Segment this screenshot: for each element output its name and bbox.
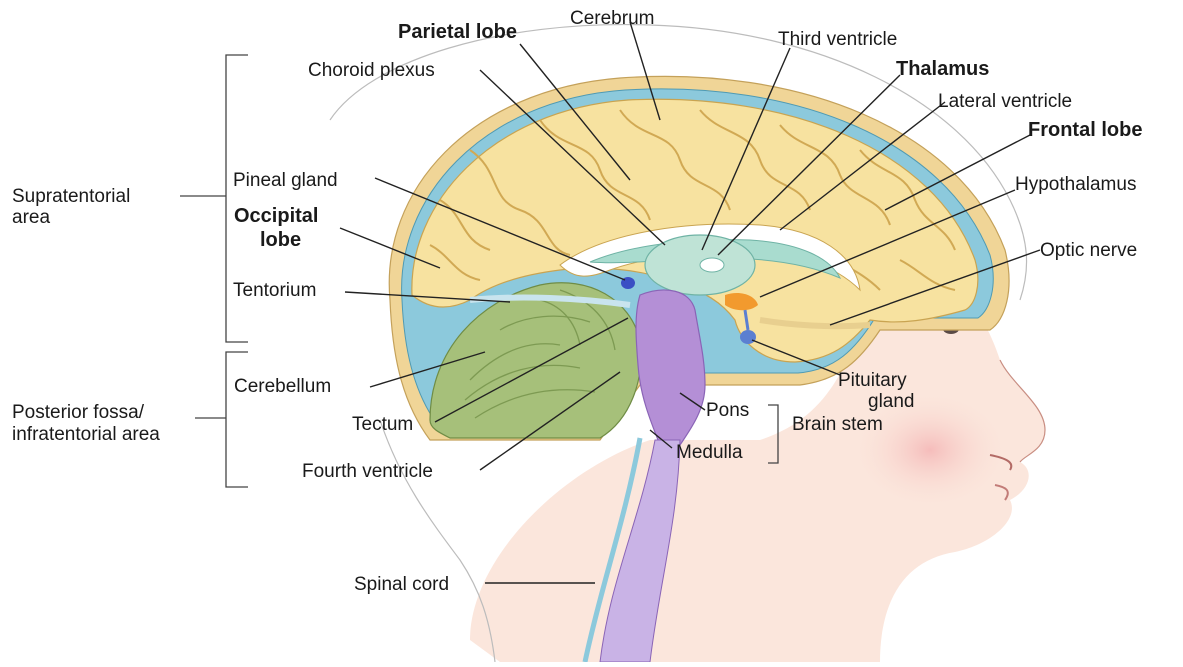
label-posterior-fossa-2: infratentorial area [12, 424, 160, 445]
label-occipital-1: Occipital [234, 205, 318, 227]
pituitary-shape [740, 330, 756, 344]
label-thalamus: Thalamus [896, 58, 989, 80]
interthalamic-adhesion [700, 258, 724, 272]
label-pineal-gland: Pineal gland [233, 170, 338, 191]
label-hypothalamus: Hypothalamus [1015, 174, 1136, 195]
label-choroid-plexus: Choroid plexus [308, 60, 435, 81]
label-tectum: Tectum [352, 414, 413, 435]
posterior-fossa-bracket [226, 352, 248, 487]
label-parietal-lobe: Parietal lobe [398, 21, 517, 43]
label-lateral-ventricle: Lateral ventricle [938, 91, 1072, 112]
brainstem-shape [636, 290, 705, 445]
label-occipital-2: lobe [260, 229, 301, 251]
label-supratentorial-2: area [12, 207, 50, 228]
label-spinal-cord: Spinal cord [354, 574, 449, 595]
label-fourth-ventricle: Fourth ventricle [302, 461, 433, 482]
label-supratentorial-1: Supratentorial [12, 186, 130, 207]
label-pons: Pons [706, 400, 749, 421]
label-pituitary-2: gland [868, 391, 915, 412]
label-optic-nerve: Optic nerve [1040, 240, 1137, 261]
label-brain-stem: Brain stem [792, 414, 883, 435]
label-posterior-fossa-1: Posterior fossa/ [12, 402, 145, 423]
label-tentorium: Tentorium [233, 280, 316, 301]
label-cerebrum: Cerebrum [570, 8, 654, 29]
label-frontal-lobe: Frontal lobe [1028, 119, 1142, 141]
label-medulla: Medulla [676, 442, 743, 463]
label-third-ventricle: Third ventricle [778, 29, 897, 50]
label-pituitary-1: Pituitary [838, 370, 907, 391]
label-cerebellum: Cerebellum [234, 376, 331, 397]
